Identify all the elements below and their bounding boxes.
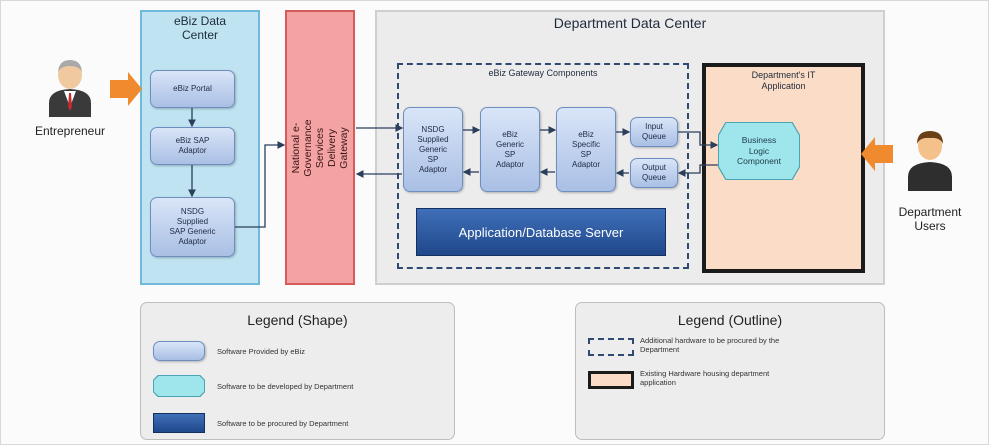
ebiz-specific-sp-adaptor-box: eBiz Specific SP Adaptor — [556, 107, 616, 192]
department-dc-title: Department Data Center — [553, 15, 707, 31]
department-arrow-icon — [861, 137, 893, 171]
legend-swatch-ebiz-software — [153, 341, 205, 361]
ebiz-portal-box: eBiz Portal — [150, 70, 235, 108]
ebiz-dc-title: eBiz Data Center — [173, 14, 227, 42]
legend-swatch-dept-software — [154, 376, 204, 396]
gateway-components-title: eBiz Gateway Components — [488, 68, 598, 78]
business-logic-component: Business Logic Component — [719, 123, 799, 179]
input-queue-to-logic-line — [678, 131, 719, 149]
legend-shape-item-1: Software Provided by eBiz — [217, 347, 305, 356]
entrepreneur-arrow-icon — [110, 72, 142, 106]
legend-swatch-procured-software — [153, 413, 205, 433]
entrepreneur-label: Entrepreneur — [34, 124, 106, 138]
department-users-label: Department Users — [898, 205, 962, 233]
legend-outline-item-2: Existing Hardware housing department app… — [640, 369, 770, 388]
logic-to-output-queue-line — [677, 164, 718, 177]
it-application-title: Department's IT Application — [751, 70, 816, 91]
ebiz-generic-sp-adaptor-box: eBiz Generic SP Adaptor — [480, 107, 540, 192]
nsdg-sap-generic-adaptor-box: NSDG Supplied SAP Generic Adaptor — [150, 197, 235, 257]
connector-lines — [188, 108, 719, 228]
input-queue-box: Input Queue — [630, 117, 678, 147]
output-queue-box: Output Queue — [630, 158, 678, 188]
legend-swatch-additional-hardware — [588, 338, 634, 356]
entrepreneur-icon — [49, 60, 91, 117]
legend-outline — [575, 302, 885, 440]
legend-outline-item-1: Additional hardware to be procured by th… — [640, 336, 780, 355]
legend-outline-title: Legend (Outline) — [677, 312, 783, 328]
application-database-server: Application/Database Server — [416, 208, 666, 256]
legend-shape-item-3: Software to be procured by Department — [217, 419, 349, 428]
ebiz-sap-adaptor-box: eBiz SAP Adaptor — [150, 127, 235, 165]
nsdg-gateway — [285, 10, 355, 285]
legend-shape-item-2: Software to be developed by Department — [217, 382, 354, 391]
legend-swatch-existing-hardware — [588, 371, 634, 389]
ebiz-to-nsdg-line — [235, 141, 286, 228]
nsdg-sp-adaptor-box: NSDG Supplied Generic SP Adaptor — [403, 107, 463, 192]
department-user-icon — [908, 131, 952, 191]
legend-shape-title: Legend (Shape) — [247, 312, 348, 328]
